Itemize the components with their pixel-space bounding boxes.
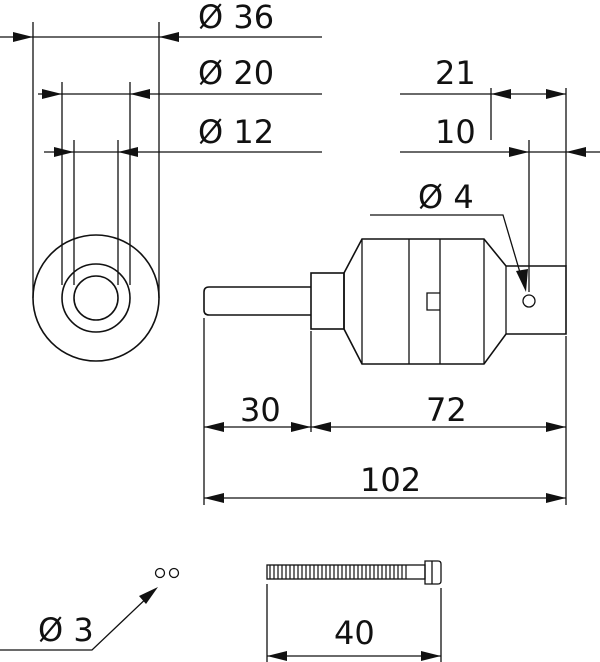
balls [154,567,180,579]
dimension-dia4: Ø 4 [370,178,528,292]
label-102: 102 [360,461,421,499]
ball-2 [168,567,180,579]
label-10: 10 [435,113,476,151]
dimension-10: 10 [400,113,600,292]
screw-head [424,560,442,585]
label-40: 40 [334,614,375,652]
dimension-40: 40 [266,584,442,662]
inner-circle-12 [73,275,119,321]
dimension-dia36: Ø 36 [0,0,322,42]
slot-notch [426,292,440,311]
outer-circle-36 [32,234,160,362]
label-dia4: Ø 4 [418,178,474,216]
label-dia3: Ø 3 [38,611,94,649]
side-view [203,238,567,365]
end-view [32,22,160,362]
label-30: 30 [240,391,281,429]
label-21: 21 [435,54,476,92]
screw-thread [269,565,407,579]
collar [310,272,345,330]
main-body [343,238,567,365]
label-dia20: Ø 20 [198,54,274,92]
label-dia12: Ø 12 [198,113,274,151]
dimension-21: 21 [400,54,567,266]
dimension-dia12: Ø 12 [44,113,322,157]
dimension-dia20: Ø 20 [38,54,322,99]
dimension-30-72-102: 30 72 102 [203,318,567,505]
label-dia36: Ø 36 [198,0,274,36]
screw [266,560,442,585]
label-72: 72 [426,391,467,429]
dimension-dia3: Ø 3 [0,587,158,651]
ball-1 [154,567,166,579]
middle-circle-20 [61,263,131,333]
hole-dia4 [522,294,536,308]
shaft [203,286,311,316]
